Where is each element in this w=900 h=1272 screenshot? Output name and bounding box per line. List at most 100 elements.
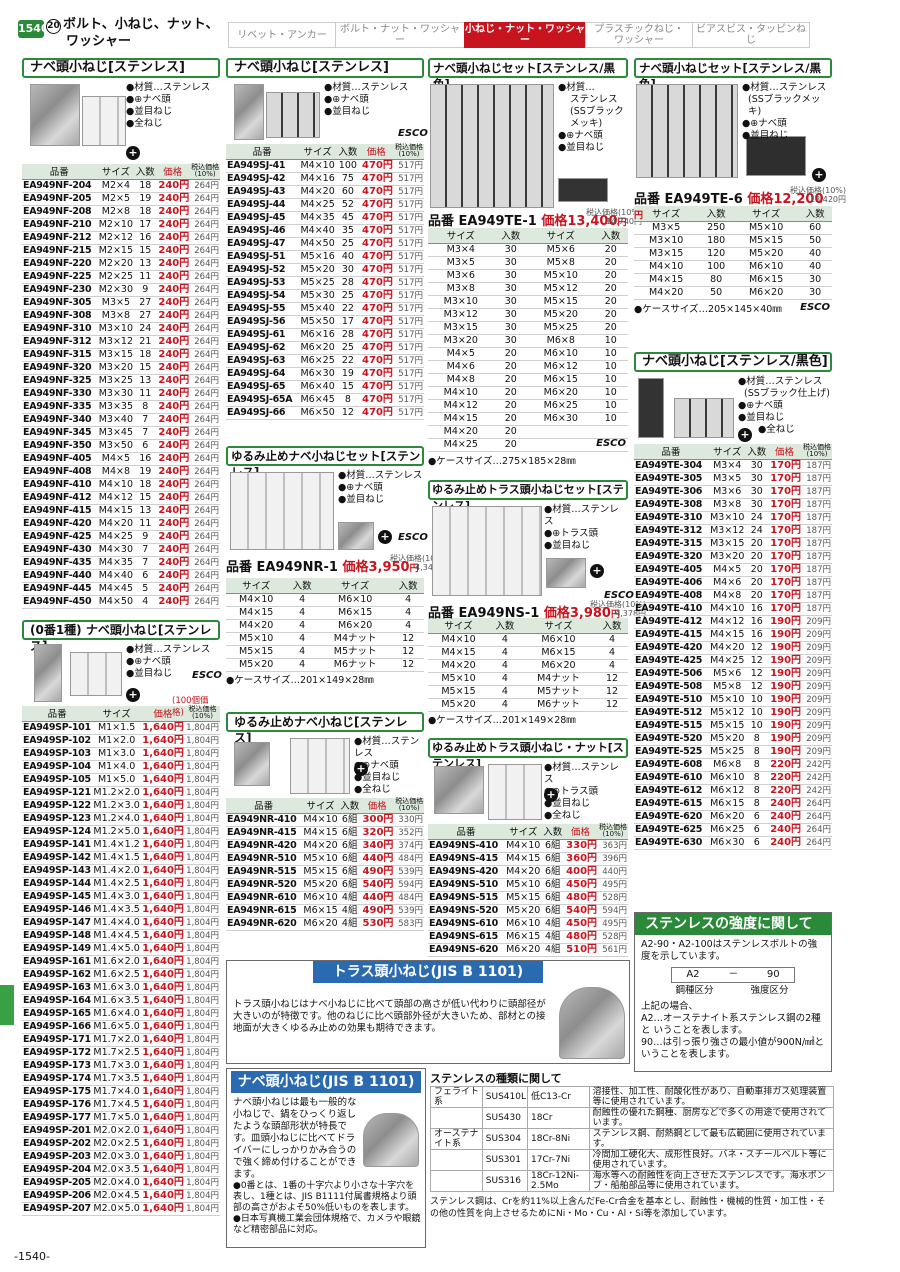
price: 240円 [155,270,191,284]
price: 240円 [766,823,803,837]
price: 470円 [358,289,394,303]
size: M4×15 [96,504,136,518]
quantity: 6組 [542,839,563,853]
size: M4×10 [503,839,543,853]
product-code: EA949TE-615 [634,797,708,811]
size: M6×25 [298,354,338,368]
quantity: 20 [593,308,628,322]
tab-small-screw-nut-washer[interactable]: 小ねじ・ナット・ワッシャー [464,22,586,48]
quantity: 30 [493,295,528,309]
tax-price: 264円 [190,387,220,401]
price: 470円 [358,159,394,173]
tab-rivet-anchor[interactable]: リベット・アンカー [228,22,336,48]
tax-price: 1,804円 [184,1137,220,1151]
product-code: EA949SP-171 [22,1033,93,1047]
tax-price: 187円 [802,511,832,525]
strength-text: 上記の場合、 [641,1001,699,1012]
product-code: EA949NF-210 [22,218,97,232]
product-code: EA949SJ-63 [226,354,299,368]
quantity: 6組 [339,852,360,866]
tax-price: 1,804円 [184,1007,220,1021]
price: 1,640円 [140,1020,185,1034]
col-size: サイズ [301,798,340,814]
size: M5×20 [707,732,747,746]
size: M6×20 [527,386,594,400]
tax-price: 517円 [393,250,424,264]
quantity: 4 [392,606,424,620]
product-code: EA949NF-435 [22,556,97,570]
quantity: 11 [135,387,156,401]
quantity: 4 [488,672,521,686]
tab-plastic-screw-washer[interactable]: プラスチックねじ・ ワッシャー [585,22,693,48]
nr-section: ゆるみ止めナベ小ねじ[ステンレス] ●材質…ステンレス●⊕ナベ頭●並目ねじ●全ね… [226,712,424,931]
size: M4×25 [298,198,338,212]
size: M3×10 [428,295,494,309]
quantity: 20 [746,563,767,577]
price: 240円 [155,257,191,271]
feature: ●材質… [558,82,595,93]
tax-price: 264円 [190,270,220,284]
tab-pierce-tapping-screw[interactable]: ビアスビス・タッピンねじ [692,22,810,48]
tax-price: 517円 [393,211,424,225]
size: M1.4×1.5 [92,851,141,865]
nr-nut-photo [234,742,270,786]
tax-price: 517円 [393,198,424,212]
tax-price: 242円 [802,771,832,785]
price: 1,640円 [140,877,185,891]
price: 470円 [358,198,394,212]
sp-product-photo [34,644,62,702]
tax-price: 264円 [190,582,220,596]
size: M5×20 [226,658,287,672]
size: M5×10 [527,269,594,283]
quantity: 19 [135,192,156,206]
tax-price: 484円 [394,852,424,866]
size: M4×15 [634,273,699,287]
size: M5×25 [298,276,338,290]
tax-price: 1,804円 [184,799,220,813]
set-code: 品番 EA949TE-1 [428,214,537,229]
product-code: EA949SJ-55 [226,302,299,316]
size: M6×25 [527,399,594,413]
price: 1,640円 [140,812,185,826]
quantity: 4 [488,659,521,673]
price: 170円 [766,524,803,538]
price: 170円 [766,563,803,577]
size: M4×10 [428,633,489,647]
product-code: EA949SP-207 [22,1202,93,1216]
size: M4×50 [298,237,338,251]
quantity: 250 [698,221,734,235]
strength-text: 90…は引っ張り強さの最小値が900N/㎟と いうことを表します。 [641,1037,825,1060]
tax-price: 187円 [802,537,832,551]
strength-body: A2-90・A2-100はステンレスボルトの強度を示しています。 A2－90 鋼… [635,935,831,1065]
product-code: EA949TE-308 [634,498,708,512]
size: M5×15 [301,865,340,879]
price: 1,640円 [140,890,185,904]
product-code: EA949NF-325 [22,374,97,388]
te6-section: ナベ頭小ねじセット[ステンレス/黒色] ●材質…ステンレス(SSブラックメッキ)… [634,58,846,315]
tax-price: 264円 [190,218,220,232]
size: M2.0×4.0 [92,1176,141,1190]
quantity: 8 [746,745,767,759]
feature: ●材質…ステンレス [338,470,423,481]
truss-text: トラス頭小ねじはナベ小ねじに比べて頭部の高さが低い代わりに頭部径が大きいのが特徴… [233,999,546,1034]
price: 470円 [358,185,394,199]
product-code: EA949TE-420 [634,641,708,655]
size: M2.0×3.0 [92,1150,141,1164]
nf-section: ナベ頭小ねじ[ステンレス] ●材質…ステンレス●⊕ナベ頭●並目ねじ●全ねじ + … [22,58,220,609]
tab-bolt-nut-washer[interactable]: ボルト・ナット・ワッシャー [335,22,465,48]
product-code: EA949SJ-45 [226,211,299,225]
quantity: 6 [135,569,156,583]
